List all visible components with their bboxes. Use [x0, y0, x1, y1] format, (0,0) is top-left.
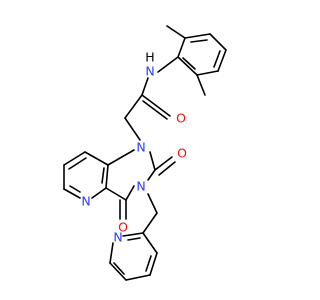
bond	[125, 185, 135, 201]
bond	[213, 50, 221, 68]
bond	[127, 237, 141, 241]
bond	[63, 188, 81, 199]
bond	[142, 100, 168, 120]
bond	[122, 232, 144, 237]
bond	[105, 164, 109, 189]
bond	[154, 156, 173, 171]
bond	[196, 74, 206, 96]
bond	[157, 56, 179, 73]
ring-nitrogen-5-label: N	[81, 194, 90, 209]
amide-oxygen-label: O	[176, 111, 186, 126]
bond	[177, 56, 198, 76]
molecule-structure-diagram: H N O N O N O N N	[63, 25, 227, 281]
c4-carbonyl-oxygen-label: O	[118, 220, 128, 235]
bond	[147, 193, 158, 214]
bond	[84, 151, 109, 166]
bond	[182, 57, 196, 70]
bond	[109, 242, 114, 264]
bond	[147, 169, 156, 181]
bond	[149, 151, 156, 171]
bond	[124, 94, 143, 119]
bond	[141, 94, 171, 117]
bond	[196, 70, 219, 76]
amide-hydrogen-label: H	[145, 50, 154, 65]
bond	[217, 49, 227, 72]
bond	[105, 187, 127, 201]
ring-nitrogen-3-label: N	[136, 179, 145, 194]
amide-nitrogen-label: N	[145, 64, 154, 79]
bond	[142, 232, 158, 254]
bond	[101, 167, 105, 184]
bond	[109, 262, 127, 281]
bond	[184, 33, 211, 39]
bond	[158, 161, 176, 176]
bond	[63, 151, 86, 166]
bond	[124, 117, 141, 141]
bond-layer	[63, 25, 227, 281]
bond	[68, 157, 87, 170]
bond	[142, 212, 158, 234]
bond	[113, 262, 125, 275]
bond	[125, 274, 151, 281]
pyridyl-nitrogen-label: N	[113, 230, 122, 245]
bond	[209, 33, 227, 51]
bond	[149, 252, 158, 276]
bond	[69, 185, 81, 193]
bond	[141, 77, 149, 96]
bond	[166, 25, 186, 39]
bond	[190, 39, 208, 43]
c2-carbonyl-oxygen-label: O	[177, 146, 187, 161]
bond	[91, 187, 107, 199]
bond	[107, 149, 135, 166]
bond	[145, 255, 152, 272]
atom-label-layer: H N O N O N O N N	[81, 50, 187, 245]
ring-nitrogen-1-label: N	[136, 140, 145, 155]
molecule-structure-canvas: H N O N O N O N N	[63, 25, 227, 281]
bond	[177, 37, 186, 58]
